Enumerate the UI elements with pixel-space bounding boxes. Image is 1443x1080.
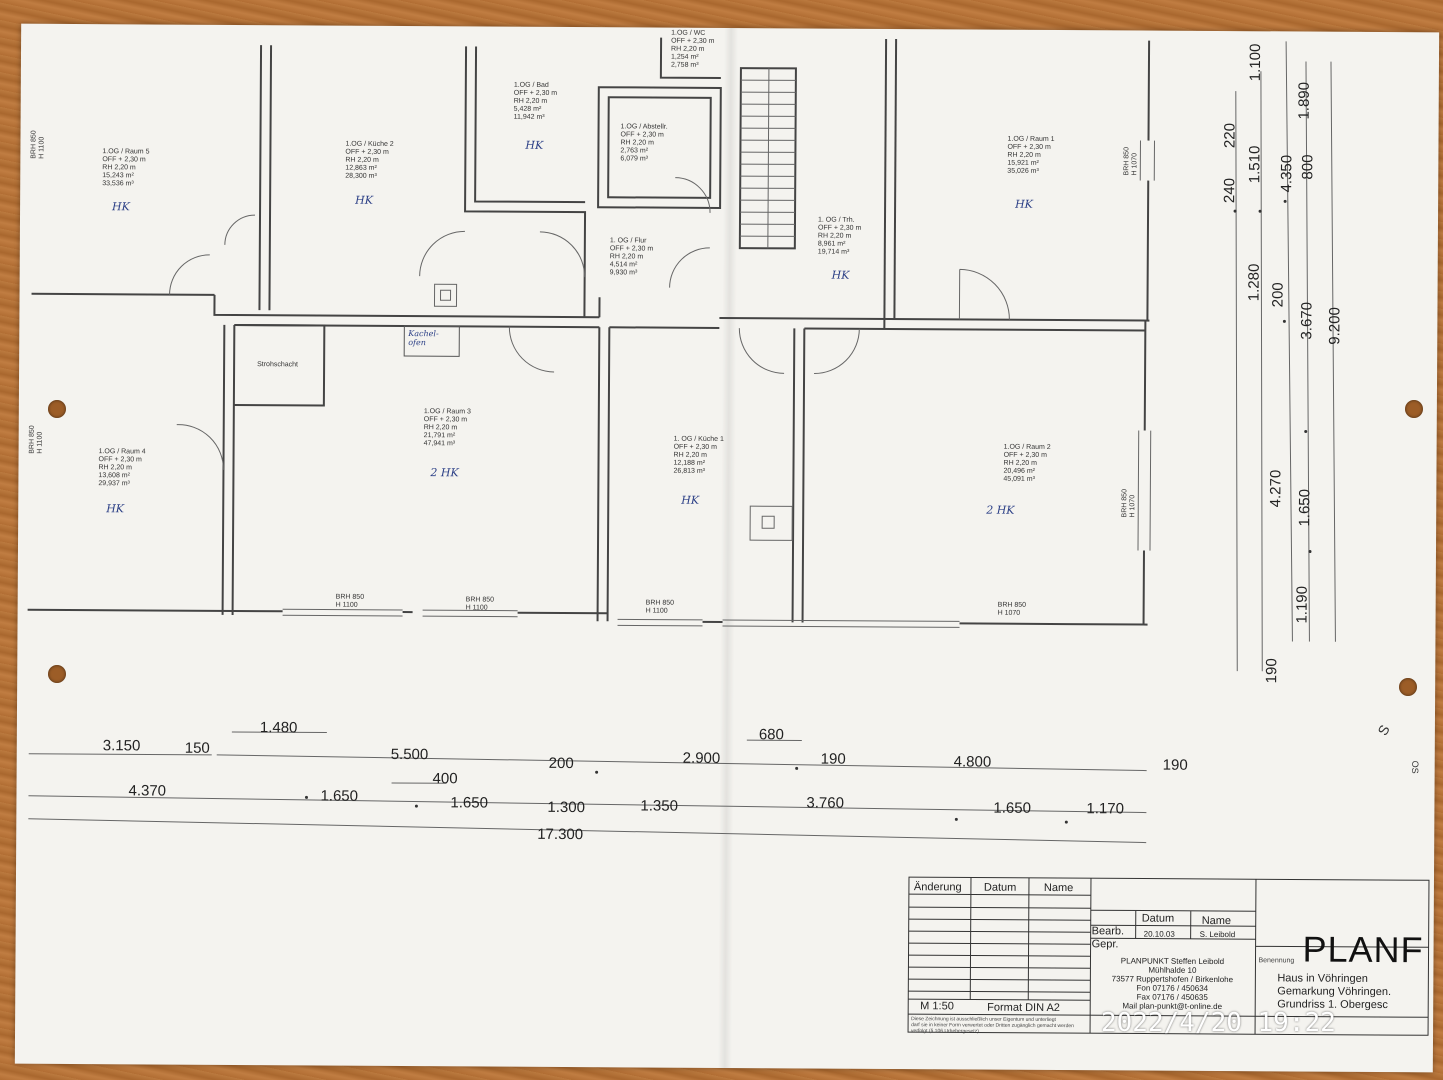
title-block-disclaimer: Diese Zeichnung ist ausschließlich unser… (911, 1016, 1074, 1035)
dimension-label: 1.650 (993, 799, 1032, 817)
dimension-label: 4.370 (128, 782, 167, 800)
compass-label: OS (1410, 760, 1421, 774)
dimension-label: 2.900 (682, 749, 721, 767)
floor-plan-drawing (27, 37, 1430, 1036)
dimension-label: 150 (184, 739, 210, 757)
dimension-label: 1.650 (450, 794, 489, 812)
dimension-label: 190 (1263, 658, 1281, 684)
title-block-format: Format DIN A2 (987, 1001, 1060, 1015)
dimension-label: 1.650 (1296, 488, 1314, 527)
title-block-bearb-label: Bearb. (1091, 925, 1125, 938)
room-raum-4-heater-note: HK (106, 502, 125, 516)
room-treppenhaus-heater-note: HK (831, 268, 850, 282)
dimension-label: 800 (1299, 154, 1317, 180)
dimension-label: 190 (820, 750, 846, 768)
room-raum-1-heater-note: HK (1015, 197, 1033, 211)
dimension-label: 5.500 (390, 745, 429, 764)
title-block-company: PLANPUNKT Steffen Leibold Mühlhalde 10 7… (1111, 956, 1234, 1012)
dimension-label: 4.350 (1278, 154, 1296, 193)
title-block-brand: PLANF (1302, 928, 1424, 971)
title-block-bearb-name: S. Leibold (1199, 929, 1236, 940)
room-bad-heater-note: HK (525, 138, 544, 152)
dimension-label: 680 (758, 726, 784, 744)
dimension-label: 200 (1269, 282, 1287, 308)
title-block-name-label: Name (1201, 914, 1232, 928)
window-brh-label-left-top: BRH 850 H 1100 (30, 130, 46, 159)
strohschacht-label: Strohschacht (257, 361, 298, 369)
punch-hole (1399, 678, 1417, 696)
dimension-label: 1.190 (1293, 585, 1311, 624)
room-kueche-2-heater-note: HK (355, 193, 373, 207)
dimension-label: 3.150 (102, 737, 141, 755)
dimension-label: 240 (1221, 177, 1239, 204)
punch-hole (1405, 400, 1423, 418)
window-brh-label-3: BRH 850 H 1100 (645, 599, 675, 615)
title-block-header-date: Datum (983, 881, 1017, 894)
window-brh-label-4: BRH 850 H 1070 (997, 601, 1027, 617)
window-brh-label-right-top: BRH 850 H 1070 (1123, 147, 1139, 176)
punch-hole (48, 665, 66, 683)
title-block-bearb-date: 20.10.03 (1143, 929, 1175, 939)
dimension-label: 1.100 (1246, 43, 1265, 82)
dimension-label: 1.300 (547, 798, 586, 817)
room-raum-5-heater-note: HK (112, 200, 130, 214)
room-raum-2-heater-note: 2 HK (986, 503, 1015, 517)
dimension-label: 4.270 (1267, 469, 1285, 508)
dimension-label: 3.670 (1298, 301, 1316, 340)
dimension-label: 1.650 (320, 787, 359, 805)
kachelofen-note: Kachel- ofen (408, 329, 439, 348)
dimension-label: 1.480 (259, 719, 298, 737)
title-block-project: Haus in Vöhringen Gemarkung Vöhringen. G… (1277, 972, 1392, 1012)
dimension-label: 200 (548, 754, 574, 773)
title-block-header-name: Name (1043, 881, 1074, 895)
punch-hole (48, 400, 66, 418)
dimension-label: 1.890 (1295, 81, 1313, 120)
dimension-label: 1.350 (640, 797, 679, 815)
photo-timestamp: 2022/4/20 19:22 (1101, 1008, 1336, 1038)
dimension-label: 3.760 (806, 794, 845, 812)
dimension-label: 1.170 (1086, 800, 1125, 818)
title-block-gepr-label: Gepr. (1091, 938, 1119, 951)
dimension-label: 9.200 (1326, 307, 1344, 345)
title-block-header-change: Änderung (913, 881, 962, 894)
title-block-scale: M 1:50 (920, 1000, 954, 1013)
title-block-benennung: Benennung (1258, 957, 1295, 965)
window-brh-label-1: BRH 850 H 1100 (335, 593, 365, 609)
dimension-label: 4.800 (953, 753, 992, 771)
window-brh-label-right-bottom: BRH 850 H 1070 (1121, 489, 1137, 518)
room-raum-3-heater-note: 2 HK (430, 466, 459, 480)
window-brh-label-2: BRH 850 H 1100 (465, 596, 495, 612)
room-kueche-1-heater-note: HK (681, 493, 700, 507)
dimension-total-label: 17.300 (537, 825, 584, 844)
title-block-datum-label: Datum (1141, 912, 1175, 925)
dimension-label: 1.280 (1245, 263, 1263, 302)
dimension-label: 190 (1162, 756, 1188, 774)
dimension-label: 1.510 (1246, 145, 1264, 184)
window-brh-label-left-bottom: BRH 850 H 1100 (28, 425, 44, 454)
dimension-label: 400 (432, 770, 458, 788)
dimension-label: 220 (1221, 122, 1239, 149)
